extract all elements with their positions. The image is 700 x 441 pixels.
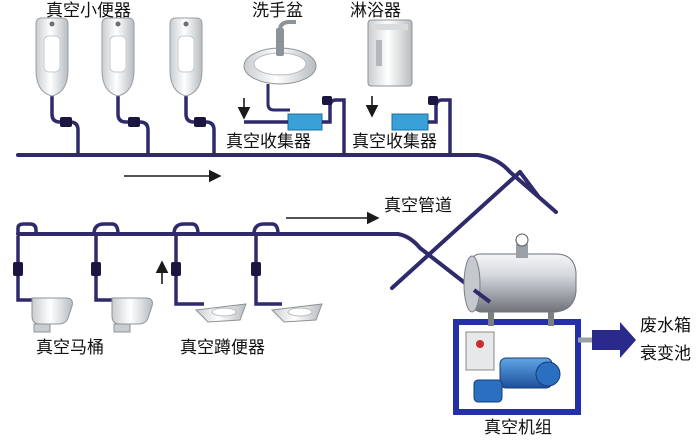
main-pipes xyxy=(16,153,558,292)
diagonal-riser-pipe xyxy=(390,170,522,290)
vacuum-toilet-2 xyxy=(111,297,153,333)
riser-to-collector-pipe xyxy=(518,170,540,198)
tank-leg-left xyxy=(488,312,494,326)
control-box xyxy=(465,331,495,371)
tank-end-cap xyxy=(463,255,481,313)
upper-main-pipe xyxy=(16,153,558,214)
collector-valves xyxy=(322,96,438,105)
label-waste-tank: 废水箱 xyxy=(640,316,691,336)
label-urinals: 真空小便器 xyxy=(46,1,131,21)
label-squat-toilet: 真空蹲便器 xyxy=(180,338,265,358)
unit-frame xyxy=(453,319,581,415)
unit-inlet-pipe xyxy=(472,288,492,304)
tank-flange xyxy=(516,244,528,258)
label-vacuum-pipe: 真空管道 xyxy=(384,196,452,216)
toilet-branches xyxy=(16,222,282,306)
toilet-valves xyxy=(13,262,261,276)
control-indicator xyxy=(476,340,484,348)
shower-heater xyxy=(367,19,413,87)
outlet-arrow-icon xyxy=(592,322,636,358)
wash-basin xyxy=(243,20,317,85)
tank-leg-right xyxy=(548,312,554,326)
label-collector-2: 真空收集器 xyxy=(352,132,437,152)
urinal-valves xyxy=(60,117,206,127)
vacuum-unit xyxy=(453,233,604,415)
label-vacuum-toilet: 真空马桶 xyxy=(36,338,104,358)
squat-toilet-2 xyxy=(270,303,323,323)
label-collector-1: 真空收集器 xyxy=(226,132,311,152)
label-wash-basin: 洗手盆 xyxy=(252,1,303,21)
label-vacuum-unit: 真空机组 xyxy=(484,418,552,438)
collector-1 xyxy=(287,113,323,131)
urinal-3 xyxy=(169,17,203,97)
label-shower: 淋浴器 xyxy=(350,1,401,21)
label-decay-pool: 衰变池 xyxy=(640,344,691,364)
pressure-gauge xyxy=(515,233,529,247)
basin-drain-pipe xyxy=(266,84,290,112)
pump-housing xyxy=(535,361,561,387)
collector-2 xyxy=(391,113,429,131)
urinal-1 xyxy=(35,17,69,97)
urinal-2 xyxy=(101,17,135,97)
squat-toilet-1 xyxy=(194,303,247,323)
pump-motor xyxy=(473,379,503,403)
vacuum-toilet-1 xyxy=(31,297,73,333)
lower-main-pipe xyxy=(16,232,476,292)
vacuum-tank xyxy=(467,253,577,313)
